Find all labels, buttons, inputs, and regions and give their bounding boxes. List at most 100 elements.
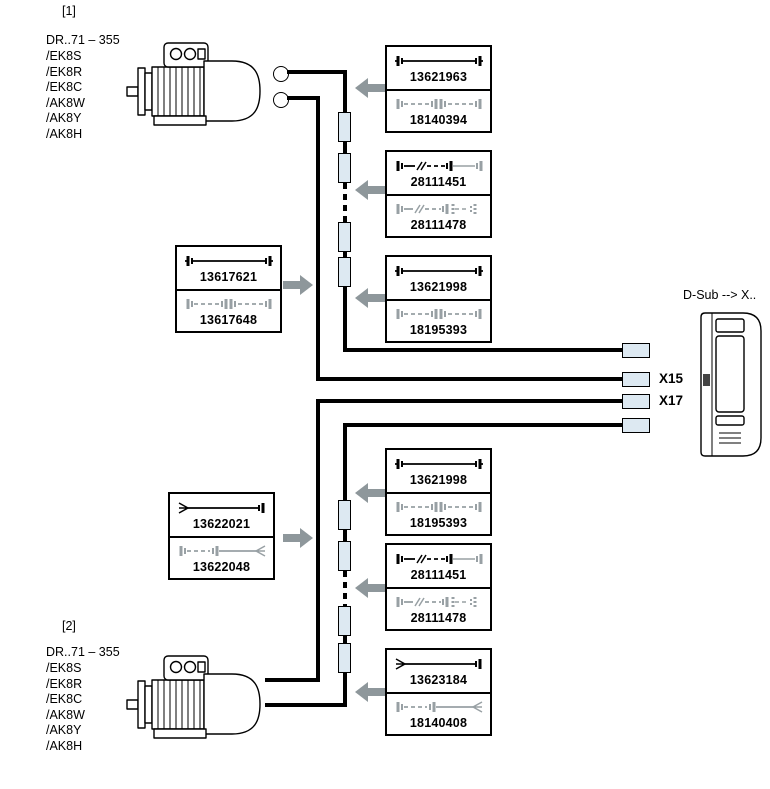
- part-number: 13623184: [409, 672, 468, 687]
- assignment-arrow-icon: [355, 78, 385, 98]
- cable-route-line: [316, 399, 320, 682]
- assignment-arrow-icon: [355, 180, 385, 200]
- motor-option: /AK8H: [46, 126, 83, 141]
- cable-fixed-icon: [183, 253, 275, 269]
- cable-route-extension-gap: [343, 183, 347, 224]
- inverter-connection-label: D-Sub --> X..: [683, 288, 757, 302]
- cable-route-line: [265, 703, 347, 707]
- part-number: 18140408: [409, 715, 468, 730]
- inline-connector: [338, 257, 351, 287]
- cable-option-box: 13621998 18195393: [385, 448, 492, 536]
- cable-extendable-icon: [393, 499, 485, 515]
- d-sub-connector-x17: [622, 394, 650, 409]
- gearmotor-icon: [126, 42, 261, 126]
- assignment-arrow-icon: [355, 288, 385, 308]
- extension-cable-extendable-icon: [393, 201, 485, 217]
- cable-extendable-icon: [183, 296, 275, 312]
- inline-connector: [338, 541, 351, 571]
- sew-logo: [703, 374, 710, 386]
- motor-option: /AK8W: [46, 707, 85, 722]
- reference-number-2: [2]: [62, 619, 76, 633]
- inline-connector: [338, 606, 351, 636]
- part-number: 13622021: [192, 516, 251, 531]
- motor1-plug-connector-bottom: [273, 92, 289, 108]
- motor-option: /EK8C: [46, 80, 83, 95]
- motor-option: /EK8C: [46, 692, 83, 707]
- part-number: 18195393: [409, 515, 468, 530]
- inline-connector: [338, 112, 351, 142]
- gearmotor-icon: [126, 655, 261, 739]
- part-number: 13621998: [409, 472, 468, 487]
- cable-route-line: [316, 96, 320, 381]
- part-number: 28111451: [410, 567, 467, 582]
- cable-fixed-icon: [393, 456, 485, 472]
- cable-route-line: [287, 70, 347, 74]
- motor-option: /EK8S: [46, 661, 82, 675]
- part-number: 18140394: [409, 112, 468, 127]
- wire-end-cable-extendable-icon: [176, 543, 268, 559]
- inline-connector: [338, 500, 351, 530]
- inline-connector: [338, 643, 351, 673]
- motor-option: /AK8Y: [46, 723, 82, 738]
- part-number: 13621998: [409, 279, 468, 294]
- motor2-options-list: /EK8S /EK8R /EK8C /AK8W /AK8Y /AK8H: [46, 661, 85, 755]
- port-label-x15: X15: [659, 371, 684, 386]
- extension-cable-fixed-icon: [393, 551, 485, 567]
- part-number: 28111478: [410, 217, 467, 232]
- inverter-icon: [700, 312, 762, 457]
- motor2-series-label: DR..71 – 355: [46, 645, 120, 659]
- d-sub-connector: [622, 343, 650, 358]
- cable-route-line: [343, 423, 622, 427]
- cable-extendable-icon: [393, 306, 485, 322]
- part-number: 13617648: [199, 312, 258, 327]
- extension-cable-extendable-icon: [393, 594, 485, 610]
- motor-option: /AK8Y: [46, 111, 82, 126]
- cable-extendable-icon: [393, 96, 485, 112]
- inline-connector: [338, 222, 351, 252]
- inline-connector: [338, 153, 351, 183]
- extension-cable-fixed-icon: [393, 158, 485, 174]
- cable-option-box: 28111451 28111478: [385, 543, 492, 631]
- assignment-arrow-icon: [283, 528, 313, 548]
- cable-option-box: 13621998 18195393: [385, 255, 492, 343]
- motor1-series-label: DR..71 – 355: [46, 33, 120, 47]
- cable-route-line: [265, 678, 320, 682]
- reference-number-1: [1]: [62, 4, 76, 18]
- part-number: 13622048: [192, 559, 251, 574]
- cable-fixed-icon: [393, 263, 485, 279]
- cable-fixed-icon: [393, 53, 485, 69]
- wire-end-cable-fixed-icon: [393, 656, 485, 672]
- cable-route-extension-gap: [343, 571, 347, 607]
- cable-route-line: [343, 222, 347, 352]
- motor-option: /EK8R: [46, 64, 83, 79]
- cable-option-box: 13622021 13622048: [168, 492, 275, 580]
- d-sub-connector-x15: [622, 372, 650, 387]
- motor-option: /EK8S: [46, 49, 82, 63]
- cable-option-box: 13617621 13617648: [175, 245, 282, 333]
- part-number: 13621963: [409, 69, 468, 84]
- cable-option-box: 13623184 18140408: [385, 648, 492, 736]
- cable-route-line-x17: [316, 399, 622, 403]
- cable-option-box: 13621963 18140394: [385, 45, 492, 133]
- part-number: 18195393: [409, 322, 468, 337]
- motor-option: /AK8W: [46, 95, 85, 110]
- motor1-options-list: /EK8S /EK8R /EK8C /AK8W /AK8Y /AK8H: [46, 49, 85, 143]
- wire-end-cable-extendable-icon: [393, 699, 485, 715]
- part-number: 13617621: [199, 269, 258, 284]
- part-number: 28111478: [410, 610, 467, 625]
- cable-route-line: [287, 96, 320, 100]
- part-number: 28111451: [410, 174, 467, 189]
- assignment-arrow-icon: [355, 578, 385, 598]
- cable-option-box: 28111451 28111478: [385, 150, 492, 238]
- cable-route-line: [343, 348, 622, 352]
- assignment-arrow-icon: [355, 483, 385, 503]
- motor1-plug-connector-top: [273, 66, 289, 82]
- wire-end-cable-fixed-icon: [176, 500, 268, 516]
- assignment-arrow-icon: [355, 682, 385, 702]
- assignment-arrow-icon: [283, 275, 313, 295]
- cable-route-line-x15: [316, 377, 622, 381]
- motor-option: /EK8R: [46, 676, 83, 691]
- motor-option: /AK8H: [46, 738, 83, 753]
- cable-route-line: [343, 423, 347, 571]
